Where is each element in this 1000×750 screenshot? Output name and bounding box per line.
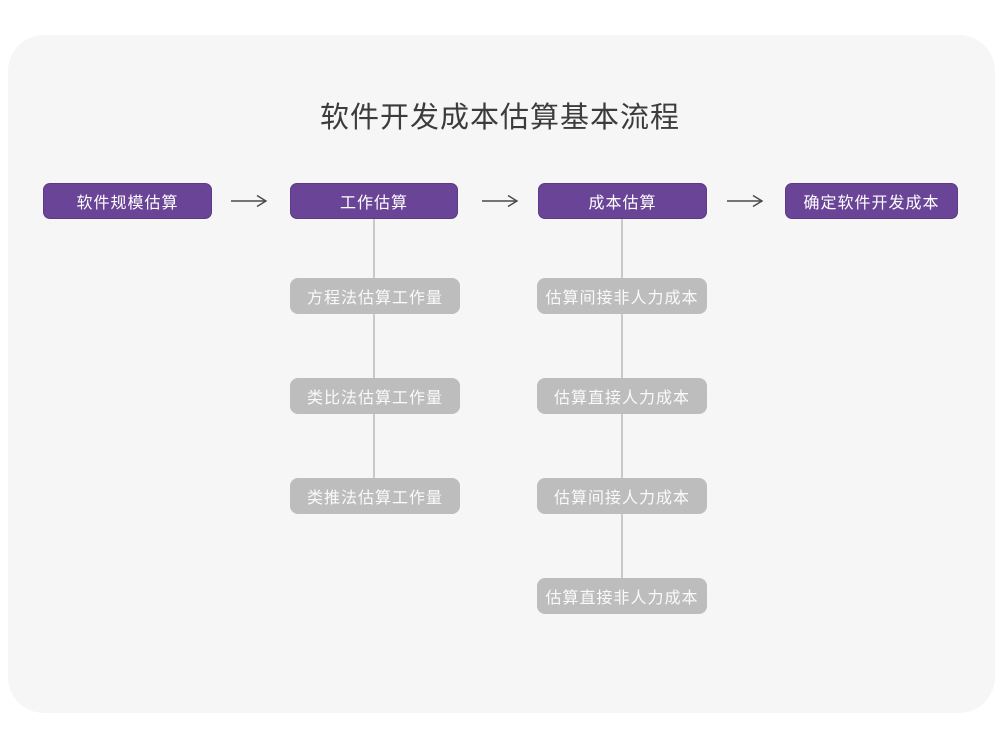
sub-node-direct-labor-cost: 估算直接人力成本 (537, 378, 707, 414)
right-arrow-icon (231, 194, 268, 208)
sub-node-analogy-method: 类比法估算工作量 (290, 378, 460, 414)
flow-node-software-scale-estimation: 软件规模估算 (43, 183, 212, 219)
flow-node-cost-estimation: 成本估算 (538, 183, 707, 219)
right-arrow-icon (727, 194, 764, 208)
sub-node-extrapolation-method: 类推法估算工作量 (290, 478, 460, 514)
flow-node-work-estimation: 工作估算 (290, 183, 458, 219)
diagram-title: 软件开发成本估算基本流程 (319, 102, 680, 134)
diagram-card-background (8, 35, 995, 713)
sub-node-equation-method: 方程法估算工作量 (290, 278, 460, 314)
connector-line-work-estimation (373, 219, 375, 479)
sub-node-indirect-nonlabor-cost: 估算间接非人力成本 (537, 278, 707, 314)
sub-node-indirect-labor-cost: 估算间接人力成本 (537, 478, 707, 514)
right-arrow-icon (482, 194, 519, 208)
flow-node-determine-development-cost: 确定软件开发成本 (785, 183, 958, 219)
sub-node-direct-nonlabor-cost: 估算直接非人力成本 (537, 578, 707, 614)
